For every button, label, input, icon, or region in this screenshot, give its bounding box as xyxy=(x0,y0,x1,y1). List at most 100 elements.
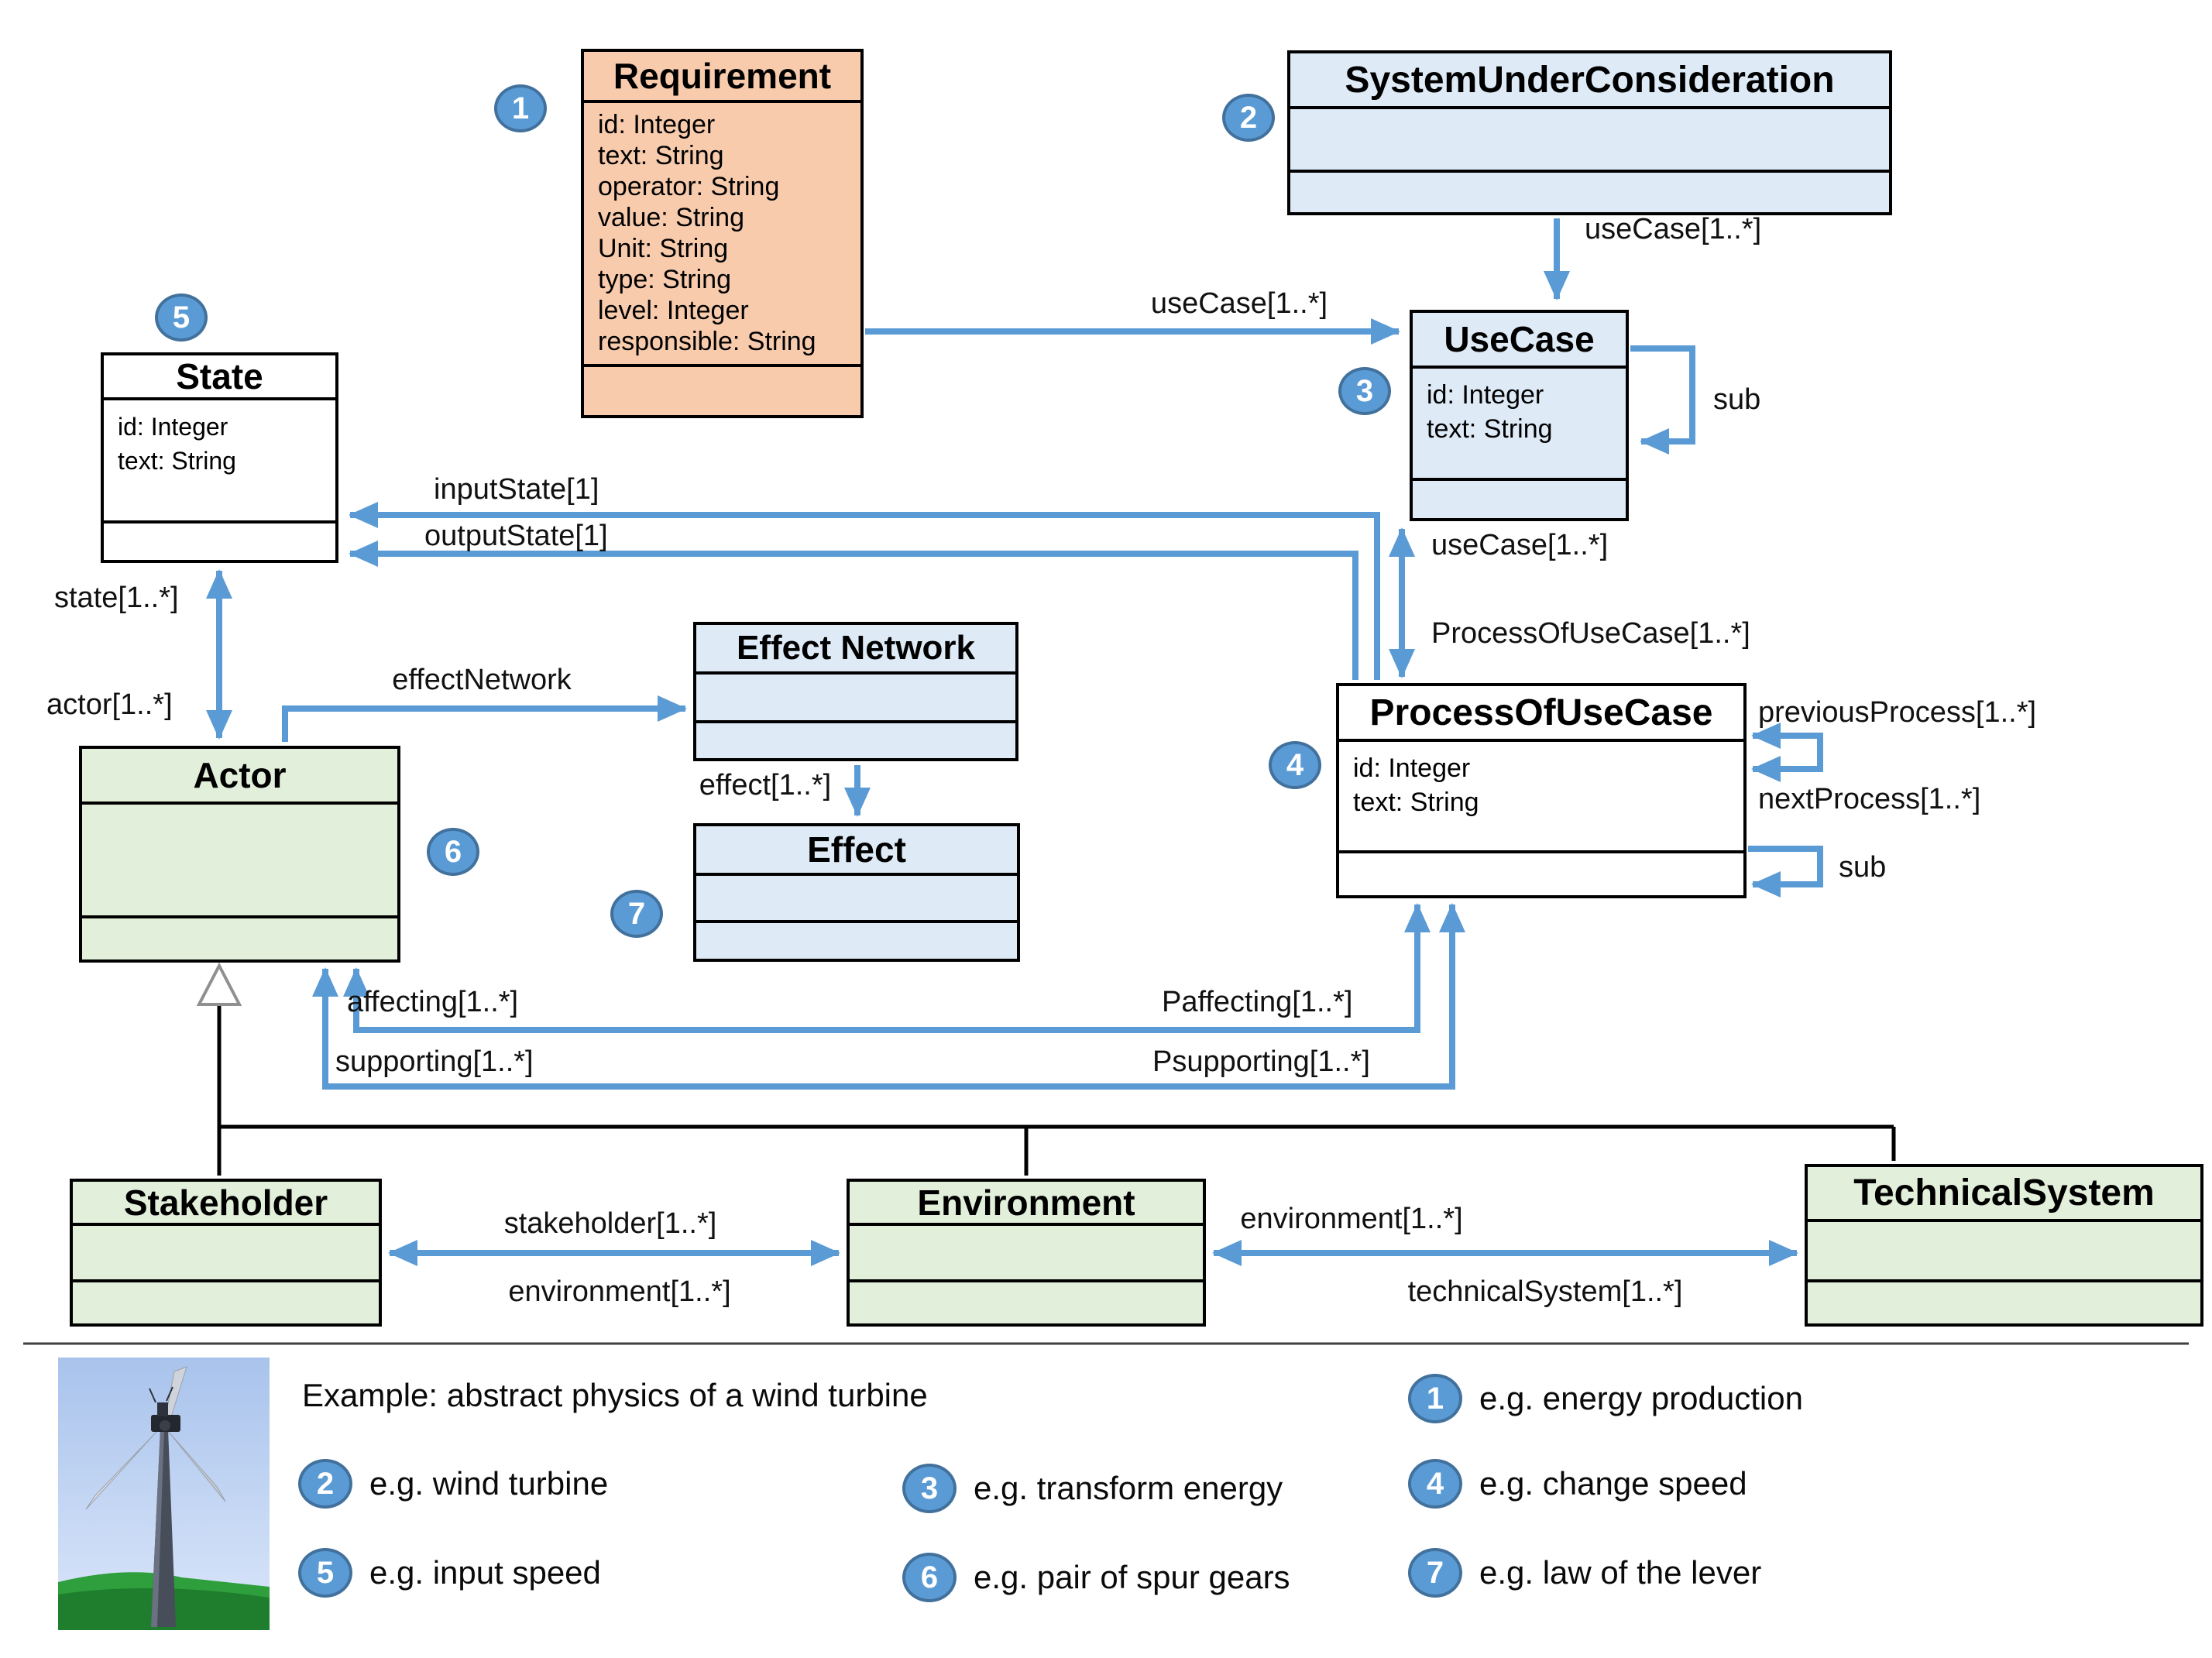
class-title: TechnicalSystem xyxy=(1808,1167,2200,1222)
attribute: id: Integer xyxy=(118,413,228,441)
attribute: text: String xyxy=(1427,414,1553,444)
edge-actor-effectnetwork xyxy=(282,695,687,742)
class-process-of-usecase: ProcessOfUseCase id: Integer text: Strin… xyxy=(1336,683,1747,898)
class-attributes xyxy=(696,876,1017,923)
legend-text-3: e.g. transform energy xyxy=(974,1470,1283,1506)
class-title: Effect xyxy=(696,826,1017,876)
edge-usecase-sub-loop xyxy=(1630,345,1695,455)
edge-processofusecase-sub-loop xyxy=(1748,846,1823,898)
edge-label-technicalsystem-mult: technicalSystem[1..*] xyxy=(1407,1275,1683,1308)
number-badge-4: 4 xyxy=(1269,741,1321,789)
legend-badge-2: 2 xyxy=(298,1459,352,1509)
attribute: text: String xyxy=(1353,788,1479,817)
class-operations xyxy=(1413,481,1626,518)
class-actor: Actor xyxy=(79,746,400,963)
legend-badge-3: 3 xyxy=(902,1464,957,1513)
class-attributes xyxy=(696,675,1015,723)
legend-text-5: e.g. input speed xyxy=(369,1554,601,1591)
edge-label-stakeholder-mult: stakeholder[1..*] xyxy=(503,1207,717,1240)
legend-text-2: e.g. wind turbine xyxy=(369,1465,609,1502)
class-attributes: id: Integer text: String xyxy=(1339,742,1743,853)
class-title: Stakeholder xyxy=(73,1182,379,1226)
attribute: text: String xyxy=(118,447,236,475)
number-badge-7: 7 xyxy=(610,890,663,938)
number-badge-5: 5 xyxy=(155,293,208,342)
class-operations xyxy=(696,723,1015,758)
edge-label-usecase-up: useCase[1..*] xyxy=(1431,529,1609,561)
attribute: type: String xyxy=(598,265,731,294)
edge-label-affecting: affecting[1..*] xyxy=(347,986,519,1018)
edge-inputstate xyxy=(349,502,1380,680)
edge-label-paffecting: Paffecting[1..*] xyxy=(1162,986,1353,1018)
edge-label-effect-mult: effect[1..*] xyxy=(699,769,832,802)
edge-label-sub-process: sub xyxy=(1839,851,1887,884)
class-attributes: id: Integer text: String operator: Strin… xyxy=(584,103,860,367)
class-attributes: id: Integer text: String xyxy=(104,400,335,523)
attribute: value: String xyxy=(598,203,744,232)
legend-text-7: e.g. law of the lever xyxy=(1479,1554,1762,1591)
edge-label-effectnetwork: effectNetwork xyxy=(392,664,572,696)
legend-item-2: 2 e.g. wind turbine xyxy=(298,1459,608,1509)
attribute: operator: String xyxy=(598,172,780,201)
class-operations xyxy=(73,1282,379,1323)
attribute: Unit: String xyxy=(598,234,729,263)
edge-label-environment-mult-left: environment[1..*] xyxy=(508,1275,731,1308)
class-operations xyxy=(1808,1282,2200,1323)
attribute: id: Integer xyxy=(1353,753,1471,783)
edge-label-nextprocess: nextProcess[1..*] xyxy=(1758,783,1981,815)
class-attributes xyxy=(1290,109,1889,173)
edge-label-state-mult: state[1..*] xyxy=(54,582,179,614)
class-title: Requirement xyxy=(584,52,860,103)
legend-item-5: 5 e.g. input speed xyxy=(298,1548,601,1598)
class-attributes xyxy=(850,1226,1203,1282)
class-operations xyxy=(1339,853,1743,895)
number-badge-2: 2 xyxy=(1222,94,1275,142)
legend-badge-4: 4 xyxy=(1408,1459,1462,1509)
class-title: SystemUnderConsideration xyxy=(1290,53,1889,109)
class-effect-network: Effect Network xyxy=(693,622,1018,761)
class-title: Actor xyxy=(82,749,397,805)
class-attributes xyxy=(73,1226,379,1282)
legend-item-4: 4 e.g. change speed xyxy=(1408,1459,1747,1509)
legend-text-6: e.g. pair of spur gears xyxy=(974,1559,1290,1595)
legend-badge-1: 1 xyxy=(1408,1374,1462,1423)
attribute: level: Integer xyxy=(598,296,749,325)
edge-label-psupporting: Psupporting[1..*] xyxy=(1152,1045,1370,1078)
number-badge-1: 1 xyxy=(494,84,547,132)
number-badge-6: 6 xyxy=(427,828,479,876)
class-environment: Environment xyxy=(847,1179,1206,1327)
class-title: Environment xyxy=(850,1182,1203,1226)
legend-heading: Example: abstract physics of a wind turb… xyxy=(302,1377,928,1413)
edge-label-outputstate: outputState[1] xyxy=(424,520,608,552)
class-technical-system: TechnicalSystem xyxy=(1805,1164,2203,1327)
edge-label-usecase-from-suc: useCase[1..*] xyxy=(1585,213,1762,245)
edge-label-usecase-from-requirement: useCase[1..*] xyxy=(1150,287,1328,320)
attribute: text: String xyxy=(598,141,724,170)
legend-item-6: 6 e.g. pair of spur gears xyxy=(902,1553,1290,1602)
legend-badge-5: 5 xyxy=(298,1548,352,1598)
class-title: ProcessOfUseCase xyxy=(1339,686,1743,742)
legend-text-1: e.g. energy production xyxy=(1479,1380,1803,1416)
edge-label-environment-mult-right: environment[1..*] xyxy=(1240,1203,1463,1235)
legend-item-7: 7 e.g. law of the lever xyxy=(1408,1548,1761,1598)
edge-supporting xyxy=(312,903,1465,1090)
class-attributes xyxy=(1808,1222,2200,1282)
edge-label-previousprocess: previousProcess[1..*] xyxy=(1758,696,2037,729)
class-title: UseCase xyxy=(1413,313,1626,369)
edge-label-processofusecase-down: ProcessOfUseCase[1..*] xyxy=(1431,617,1750,650)
edge-label-supporting: supporting[1..*] xyxy=(335,1045,534,1078)
attribute: id: Integer xyxy=(598,110,716,139)
class-title: State xyxy=(104,355,335,400)
edge-label-inputstate: inputState[1] xyxy=(434,473,599,506)
class-title: Effect Network xyxy=(696,625,1015,675)
class-usecase: UseCase id: Integer text: String xyxy=(1410,310,1629,521)
legend-badge-7: 7 xyxy=(1408,1548,1462,1598)
generalization-triangle-icon xyxy=(196,962,242,1006)
class-system-under-consideration: SystemUnderConsideration xyxy=(1287,50,1892,215)
edge-label-actor-mult: actor[1..*] xyxy=(46,688,173,721)
attribute: responsible: String xyxy=(598,327,816,356)
class-stakeholder: Stakeholder xyxy=(70,1179,382,1327)
legend-item-1: 1 e.g. energy production xyxy=(1408,1374,1803,1423)
